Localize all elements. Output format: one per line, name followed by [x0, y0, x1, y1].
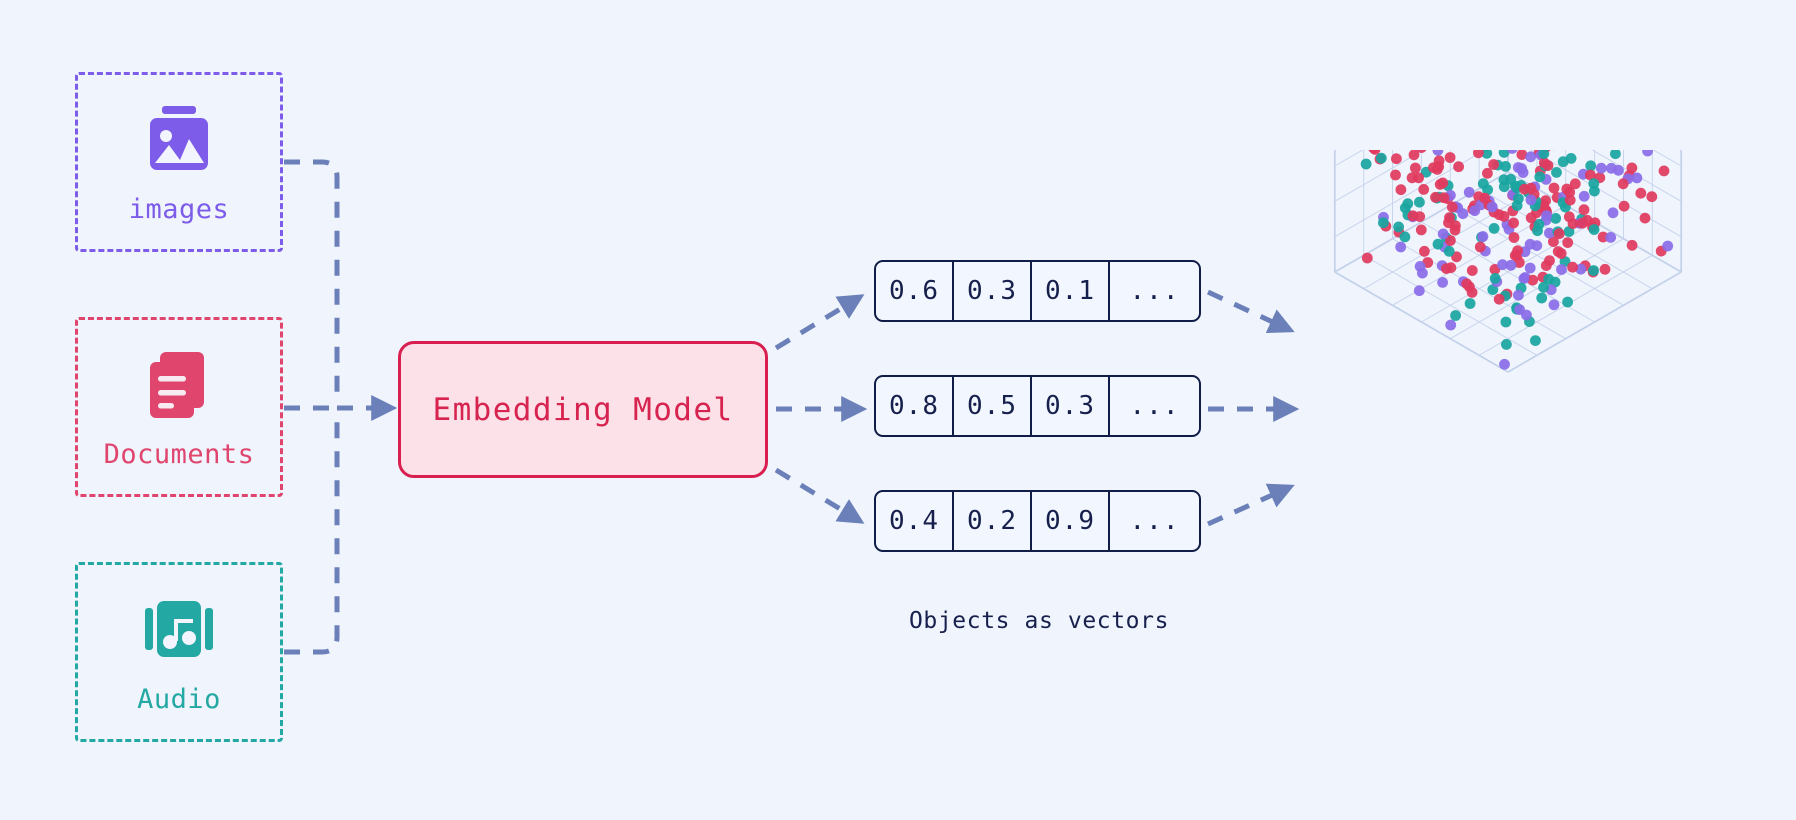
source-label-images: images: [128, 193, 230, 225]
connector-vector-0-to-space: [1206, 289, 1295, 334]
connector-model-to-vector-0: [774, 294, 865, 351]
vector-cell: 0.4: [876, 492, 954, 550]
vector-cell: 0.6: [876, 262, 954, 320]
documents-icon: [143, 345, 215, 423]
vector-cell-ellipsis: ...: [1129, 506, 1180, 536]
connector-images-to-model: [284, 159, 340, 400]
vector-cell: 0.2: [954, 492, 1032, 550]
vector-space-cube: [1280, 150, 1730, 630]
vector-row[interactable]: 0.6 0.3 0.1 ...: [874, 260, 1201, 322]
connector-model-to-vector-2: [774, 467, 865, 524]
vector-cell: 0.3: [954, 262, 1032, 320]
vector-cell: 0.9: [1032, 492, 1110, 550]
vector-cell-ellipsis: ...: [1129, 276, 1180, 306]
vector-cell: 0.1: [1032, 262, 1110, 320]
source-label-documents: Documents: [103, 438, 255, 470]
source-box-documents[interactable]: Documents: [75, 317, 283, 497]
vector-cell: 0.3: [1032, 377, 1110, 435]
embedding-model-box[interactable]: Embedding Model: [398, 341, 768, 478]
source-box-images[interactable]: images: [75, 72, 283, 252]
audio-icon: [143, 590, 215, 668]
vector-cell-ellipsis: ...: [1129, 391, 1180, 421]
vectors-caption: Objects as vectors: [908, 608, 1170, 634]
connector-vector-2-to-space: [1206, 483, 1295, 527]
connector-audio-to-model: [284, 416, 340, 655]
vector-row[interactable]: 0.8 0.5 0.3 ...: [874, 375, 1201, 437]
cube-scatter-points: [1360, 150, 1674, 370]
source-label-audio: Audio: [137, 683, 221, 715]
image-icon: [143, 100, 215, 178]
vector-cell: 0.5: [954, 377, 1032, 435]
vector-cell: 0.8: [876, 377, 954, 435]
vector-row[interactable]: 0.4 0.2 0.9 ...: [874, 490, 1201, 552]
embedding-model-label: Embedding Model: [432, 391, 734, 428]
source-box-audio[interactable]: Audio: [75, 562, 283, 742]
